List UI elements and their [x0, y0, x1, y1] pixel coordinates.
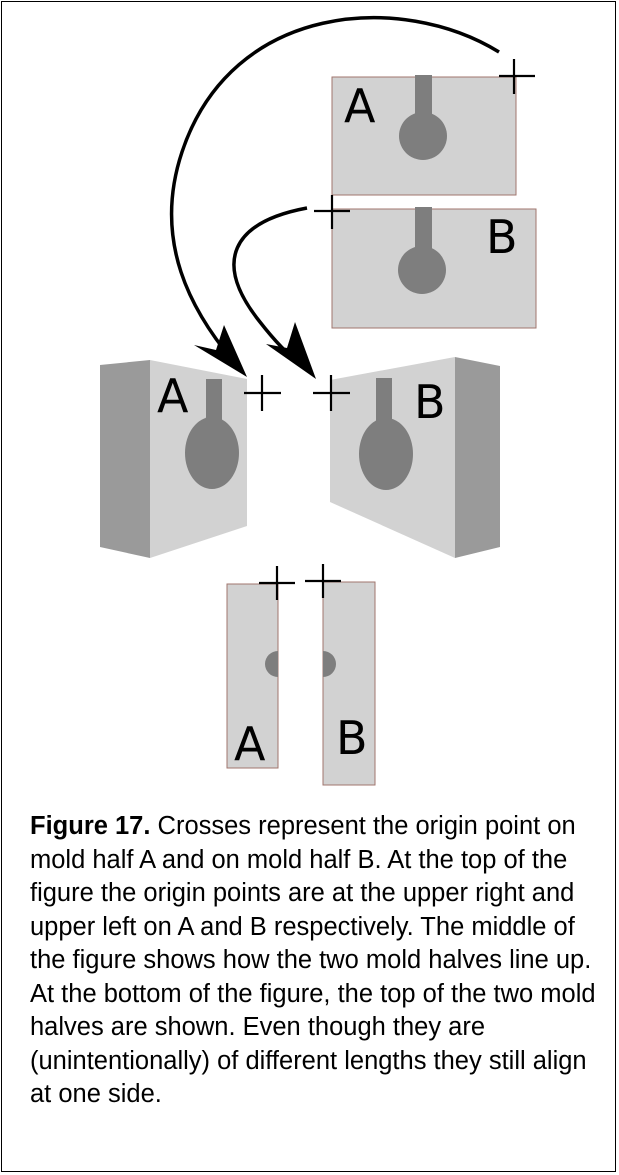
bottom-mold-half-a: A — [226, 583, 279, 771]
middle-mold-half-b: B — [330, 357, 500, 558]
bottom-block-a — [226, 583, 279, 769]
bottom-label-b: B — [336, 711, 368, 765]
caption-text: Crosses represent the origin point on mo… — [30, 812, 596, 1108]
middle-label-a: A — [157, 369, 189, 423]
top-b-cavity — [398, 246, 446, 294]
top-mold-half-a: A — [331, 75, 517, 196]
origin-cross-bottom-a — [259, 566, 295, 600]
top-mold-half-b: B — [331, 207, 537, 329]
caption-lead: Figure 17. — [30, 812, 151, 840]
middle-a-side — [100, 360, 150, 558]
middle-mold-half-a: A — [100, 360, 247, 558]
arrow-a-path — [169, 15, 500, 364]
top-label-a: A — [344, 79, 376, 133]
middle-b-side — [455, 357, 500, 558]
bottom-label-a: A — [234, 717, 266, 771]
origin-cross-middle-b — [313, 375, 350, 411]
bottom-b-cavity — [323, 651, 336, 677]
top-block-b-body — [331, 208, 537, 329]
bottom-a-cavity — [265, 651, 278, 677]
origin-cross-top-a — [499, 59, 535, 94]
top-label-b: B — [486, 210, 518, 264]
middle-label-b: B — [414, 375, 446, 429]
mold-diagram: A B A — [100, 15, 537, 786]
origin-cross-middle-a — [244, 375, 281, 411]
arrow-a-head — [194, 325, 247, 377]
arrow-b-head — [266, 322, 316, 379]
origin-cross-bottom-b — [305, 564, 341, 598]
middle-b-cavity — [359, 418, 413, 490]
origin-cross-top-b — [314, 195, 350, 229]
middle-a-cavity — [185, 417, 239, 489]
bottom-block-b — [322, 581, 376, 786]
figure-caption: Figure 17. Crosses represent the origin … — [30, 810, 605, 1112]
top-a-cavity — [399, 112, 447, 160]
bottom-mold-half-b: B — [322, 581, 376, 786]
top-b-sprue — [415, 207, 432, 259]
